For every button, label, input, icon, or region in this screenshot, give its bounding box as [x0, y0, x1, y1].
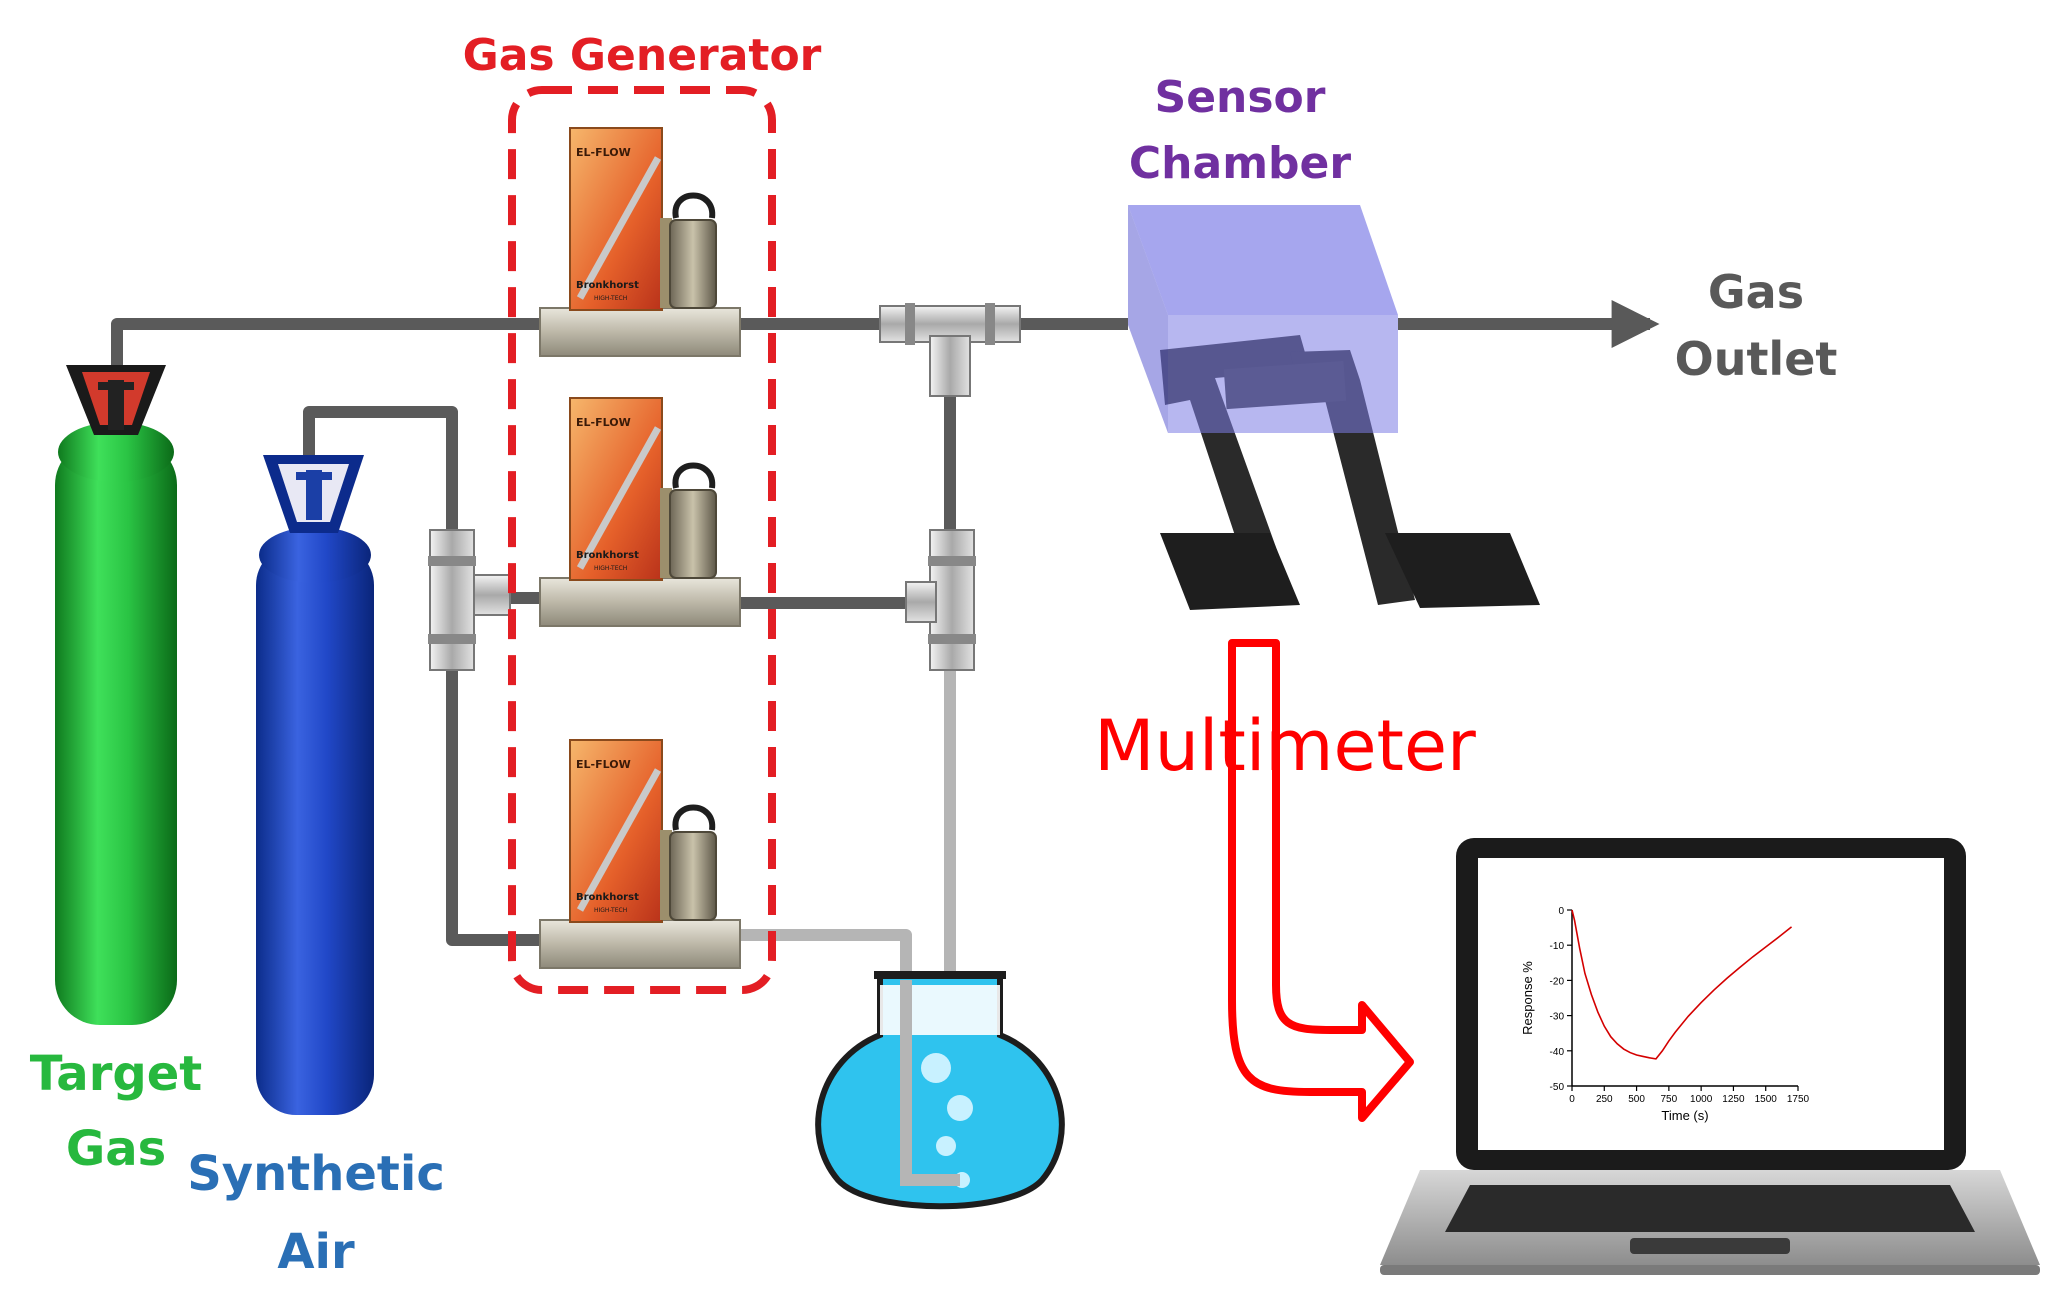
response-chart: 0 -10 -20 -30 -40 -50 0 250 500 750 1000 1250 1500 17… [1520, 906, 1810, 1123]
mfc-2-sub: HIGH-TECH [594, 565, 627, 572]
multimeter-label: Multimeter [1094, 705, 1476, 787]
mfc-1-brand: EL-FLOW [576, 146, 631, 159]
chart-y-tick-label-0: 0 [1558, 906, 1564, 917]
lower-tee-fitting [905, 529, 976, 671]
laptop [1380, 838, 2040, 1275]
synthetic-air-pipe [303, 406, 555, 946]
sensor-chamber-label-line1: Sensor [1155, 72, 1326, 123]
bubbler-flask [815, 971, 1065, 1210]
chart-y-tick-label-1: -10 [1550, 941, 1565, 952]
chart-x-tick-label-7: 1750 [1787, 1094, 1810, 1105]
multimeter-signal-arrow [1228, 639, 1414, 1122]
chart-x-tick-label-0: 0 [1569, 1094, 1575, 1105]
chart-y-tick-label-3: -30 [1550, 1012, 1565, 1023]
chart-series-line-0 [1571, 909, 1793, 1060]
mfc-3-brand: EL-FLOW [576, 758, 631, 771]
chart-x-tick-label-5: 1250 [1722, 1094, 1745, 1105]
mfc-2-brand: EL-FLOW [576, 416, 631, 429]
target-gas-label-line1: Target [30, 1046, 202, 1102]
chart-y-tick-label-5: -50 [1550, 1082, 1565, 1093]
synthetic-air-label-line2: Air [277, 1224, 355, 1280]
chart-y-tick-label-2: -20 [1550, 976, 1565, 987]
bubbler-dip-tube [900, 980, 960, 1186]
mfc-3-sub: HIGH-TECH [594, 907, 627, 914]
synthetic-air-label-line1: Synthetic [187, 1146, 445, 1202]
mfc-1-maker: Bronkhorst [576, 280, 639, 291]
air-tee-fitting [428, 529, 511, 671]
mfc-3-maker: Bronkhorst [576, 892, 639, 903]
chart-x-tick-label-1: 250 [1596, 1094, 1613, 1105]
target-gas-cylinder [55, 365, 177, 1025]
target-gas-label-line2: Gas [66, 1121, 166, 1177]
chart-x-tick-label-6: 1500 [1755, 1094, 1778, 1105]
top-tee-fitting [879, 303, 1021, 397]
chart-y-axis-label: Response % [1520, 961, 1535, 1035]
chart-y-tick-label-4: -40 [1550, 1047, 1565, 1058]
gas-generator-label: Gas Generator [463, 30, 822, 81]
chart-x-tick-label-2: 500 [1628, 1094, 1645, 1105]
mfc-2-maker: Bronkhorst [576, 550, 639, 561]
gas-outlet-label-line2: Outlet [1675, 332, 1838, 386]
mass-flow-controller-2: EL-FLOW Bronkhorst HIGH-TECH [539, 397, 741, 627]
sensor-chamber-label-line2: Chamber [1129, 138, 1351, 189]
chart-x-axis-label: Time (s) [1661, 1108, 1708, 1123]
target-gas-pipe [111, 318, 555, 368]
gas-outlet-label-line1: Gas [1708, 265, 1804, 319]
chart-x-tick-label-4: 1000 [1690, 1094, 1713, 1105]
sensor-chamber [1128, 205, 1398, 433]
gas-generator-frame [508, 86, 776, 994]
synthetic-air-cylinder [256, 455, 374, 1115]
mfc-1-sub: HIGH-TECH [594, 295, 627, 302]
mass-flow-controller-3: EL-FLOW Bronkhorst HIGH-TECH [539, 739, 741, 969]
chart-x-tick-label-3: 750 [1661, 1094, 1678, 1105]
mass-flow-controller-1: EL-FLOW Bronkhorst HIGH-TECH [539, 127, 741, 357]
